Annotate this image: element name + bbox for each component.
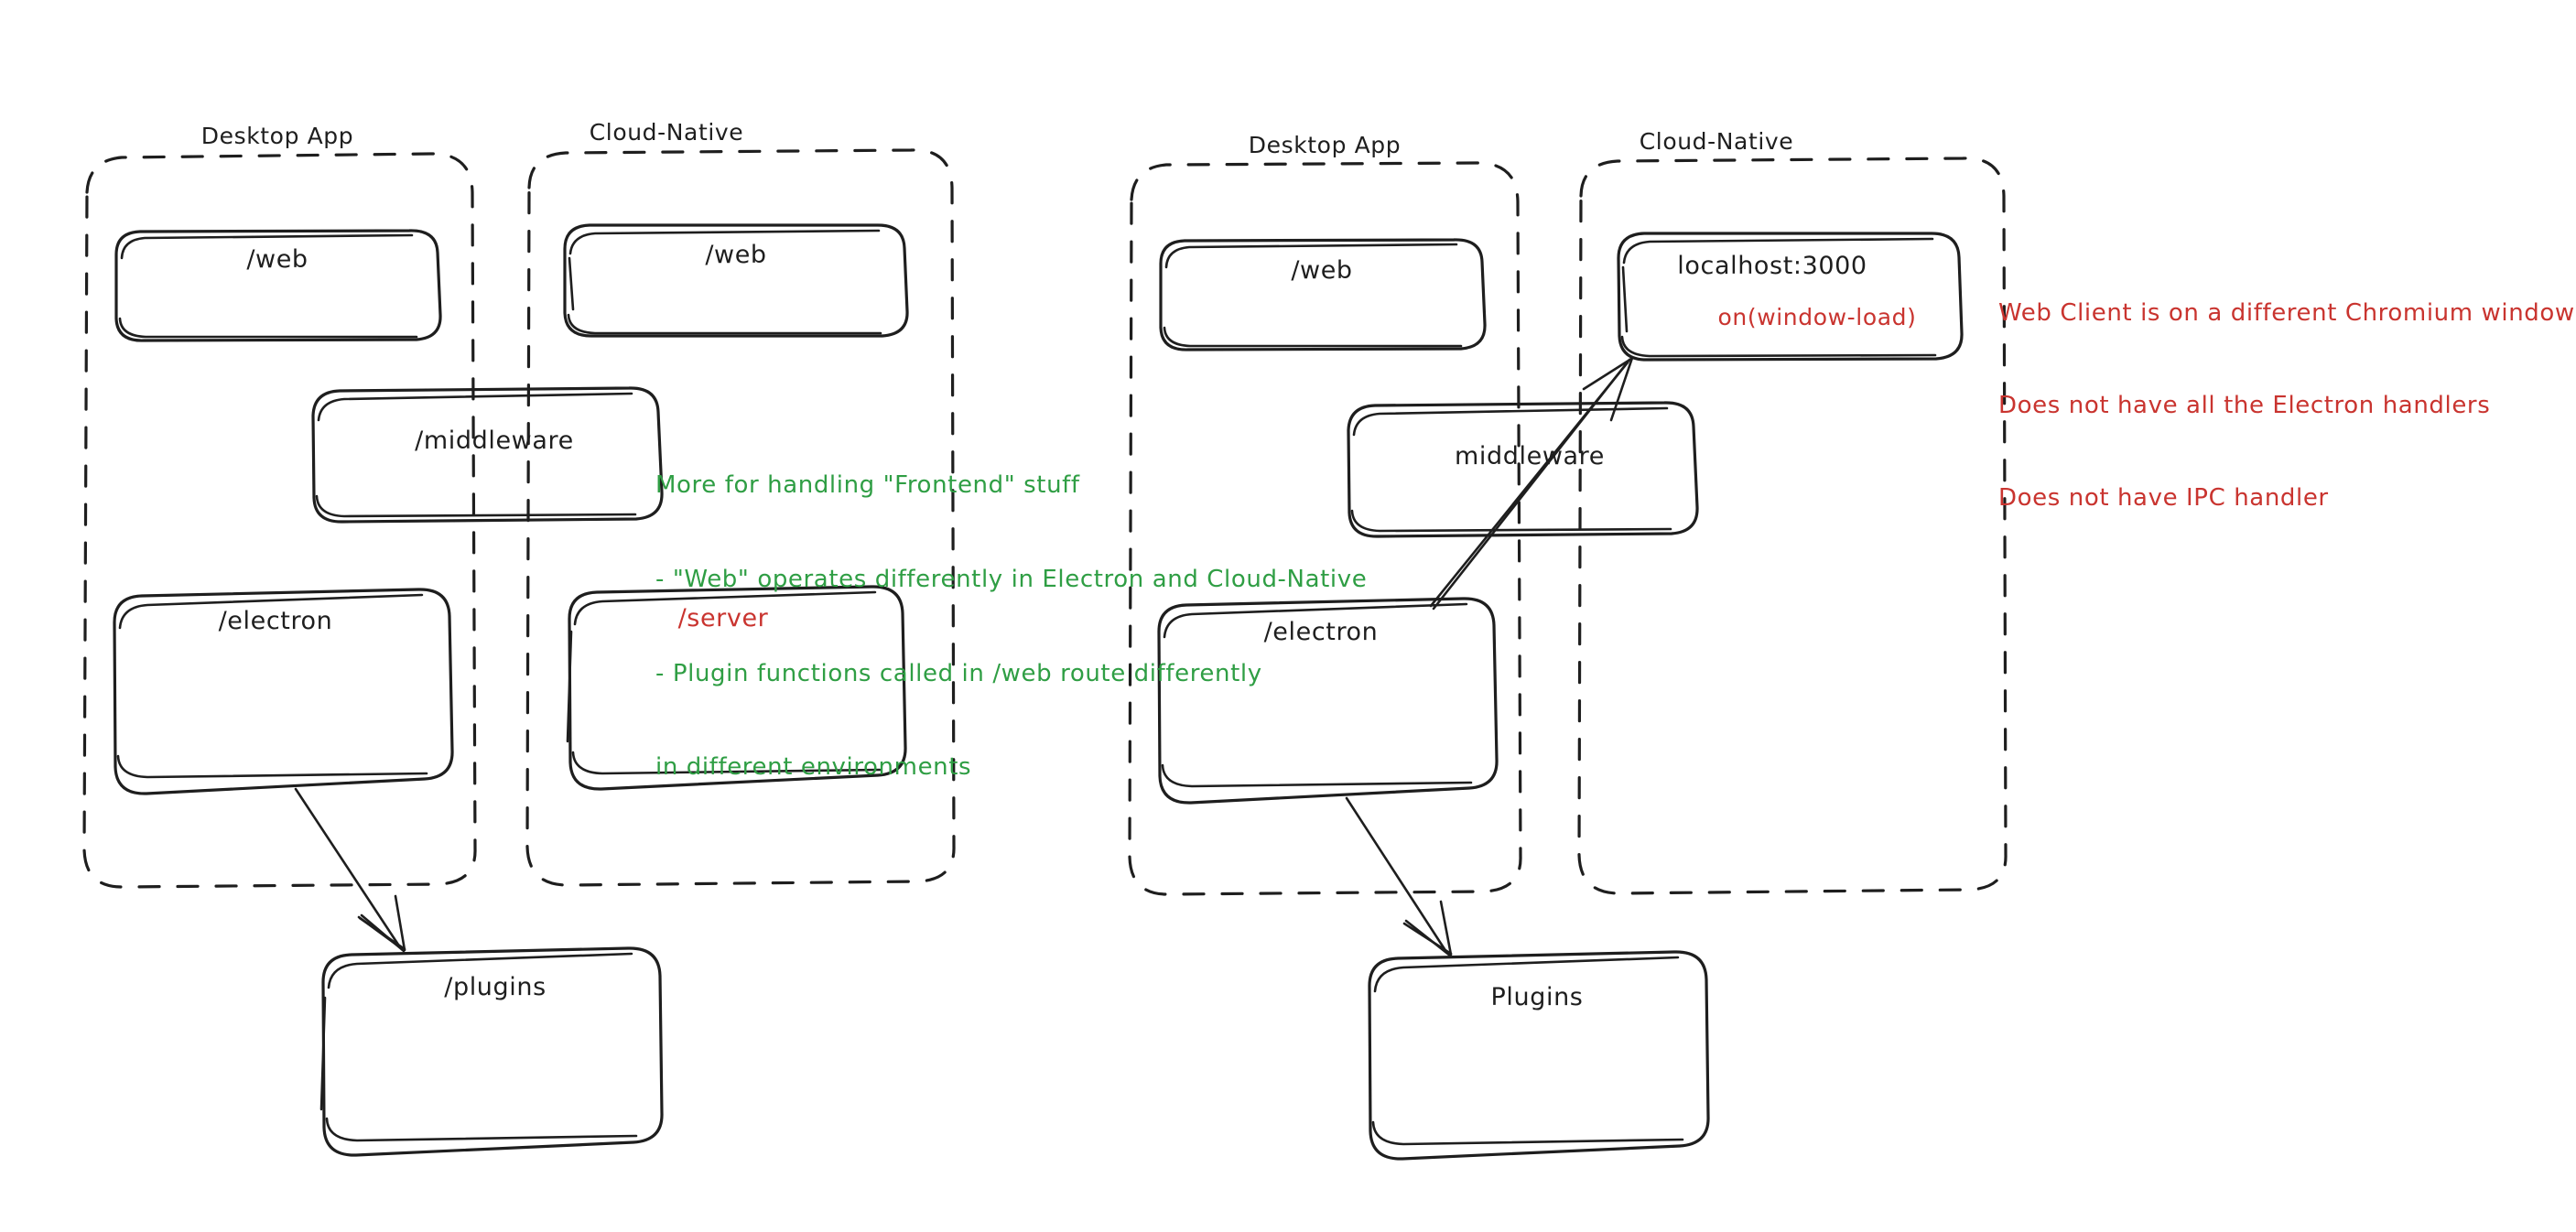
annotation-green-note: More for handling "Frontend" stuff - "We… <box>655 406 1367 846</box>
annotation-red-line-3: Does not have IPC handler <box>1998 484 2329 513</box>
node-label-left-electron: /electron <box>218 607 333 635</box>
annotation-green-line-1: More for handling "Frontend" stuff <box>655 470 1080 499</box>
node-label-right-localhost: localhost:3000 <box>1677 252 1867 280</box>
annotation-red-line-1: Web Client is on a different Chromium wi… <box>1998 298 2575 327</box>
group-left-desktop-app <box>82 152 477 889</box>
group-right-desktop-app <box>1128 161 1522 896</box>
node-left-desktop-web <box>114 229 442 342</box>
group-left-cloud-native <box>525 148 956 887</box>
node-label-right-middleware: middleware <box>1455 442 1605 470</box>
node-label-left-server: /server <box>677 604 769 632</box>
node-label-left-plugins: /plugins <box>444 973 547 1001</box>
node-left-middleware <box>311 386 664 524</box>
group-title-left-desktop-app: Desktop App <box>200 123 354 149</box>
annotation-red-line-2: Does not have all the Electron handlers <box>1998 391 2491 419</box>
node-right-plugins <box>1368 950 1710 1161</box>
node-right-electron <box>1157 597 1499 805</box>
group-title-right-desktop-app: Desktop App <box>1248 132 1402 158</box>
annotation-red-note: Web Client is on a different Chromium wi… <box>1998 236 2575 577</box>
arrow-right-electron-to-plugins <box>1345 796 1453 957</box>
node-label-right-desktop-web: /web <box>1291 256 1353 285</box>
node-label-left-middleware: /middleware <box>415 427 574 455</box>
arrow-left-electron-to-plugins <box>294 787 406 953</box>
node-right-desktop-web <box>1159 238 1487 351</box>
node-label-right-electron: /electron <box>1263 618 1379 646</box>
group-title-right-cloud-native: Cloud-Native <box>1639 128 1794 155</box>
annotation-green-line-4: in different environments <box>655 753 972 782</box>
group-title-left-cloud-native: Cloud-Native <box>589 119 744 146</box>
group-right-cloud-native <box>1577 157 2008 895</box>
annotation-green-line-3: - Plugin functions called in /web route … <box>655 659 1262 687</box>
arrow-right-electron-to-localhost <box>1429 356 1634 611</box>
node-label-left-cloud-web: /web <box>705 241 767 269</box>
node-label-left-desktop-web: /web <box>246 245 308 274</box>
node-sublabel-right-localhost: on(window-load) <box>1717 304 1917 330</box>
node-left-cloud-web <box>563 223 909 338</box>
node-left-server <box>566 585 907 791</box>
node-left-electron <box>113 588 454 795</box>
node-label-right-plugins: Plugins <box>1490 983 1584 1011</box>
node-left-plugins <box>319 946 664 1157</box>
node-right-middleware <box>1347 401 1699 538</box>
annotation-green-line-2: - "Web" operates differently in Electron… <box>655 565 1368 593</box>
